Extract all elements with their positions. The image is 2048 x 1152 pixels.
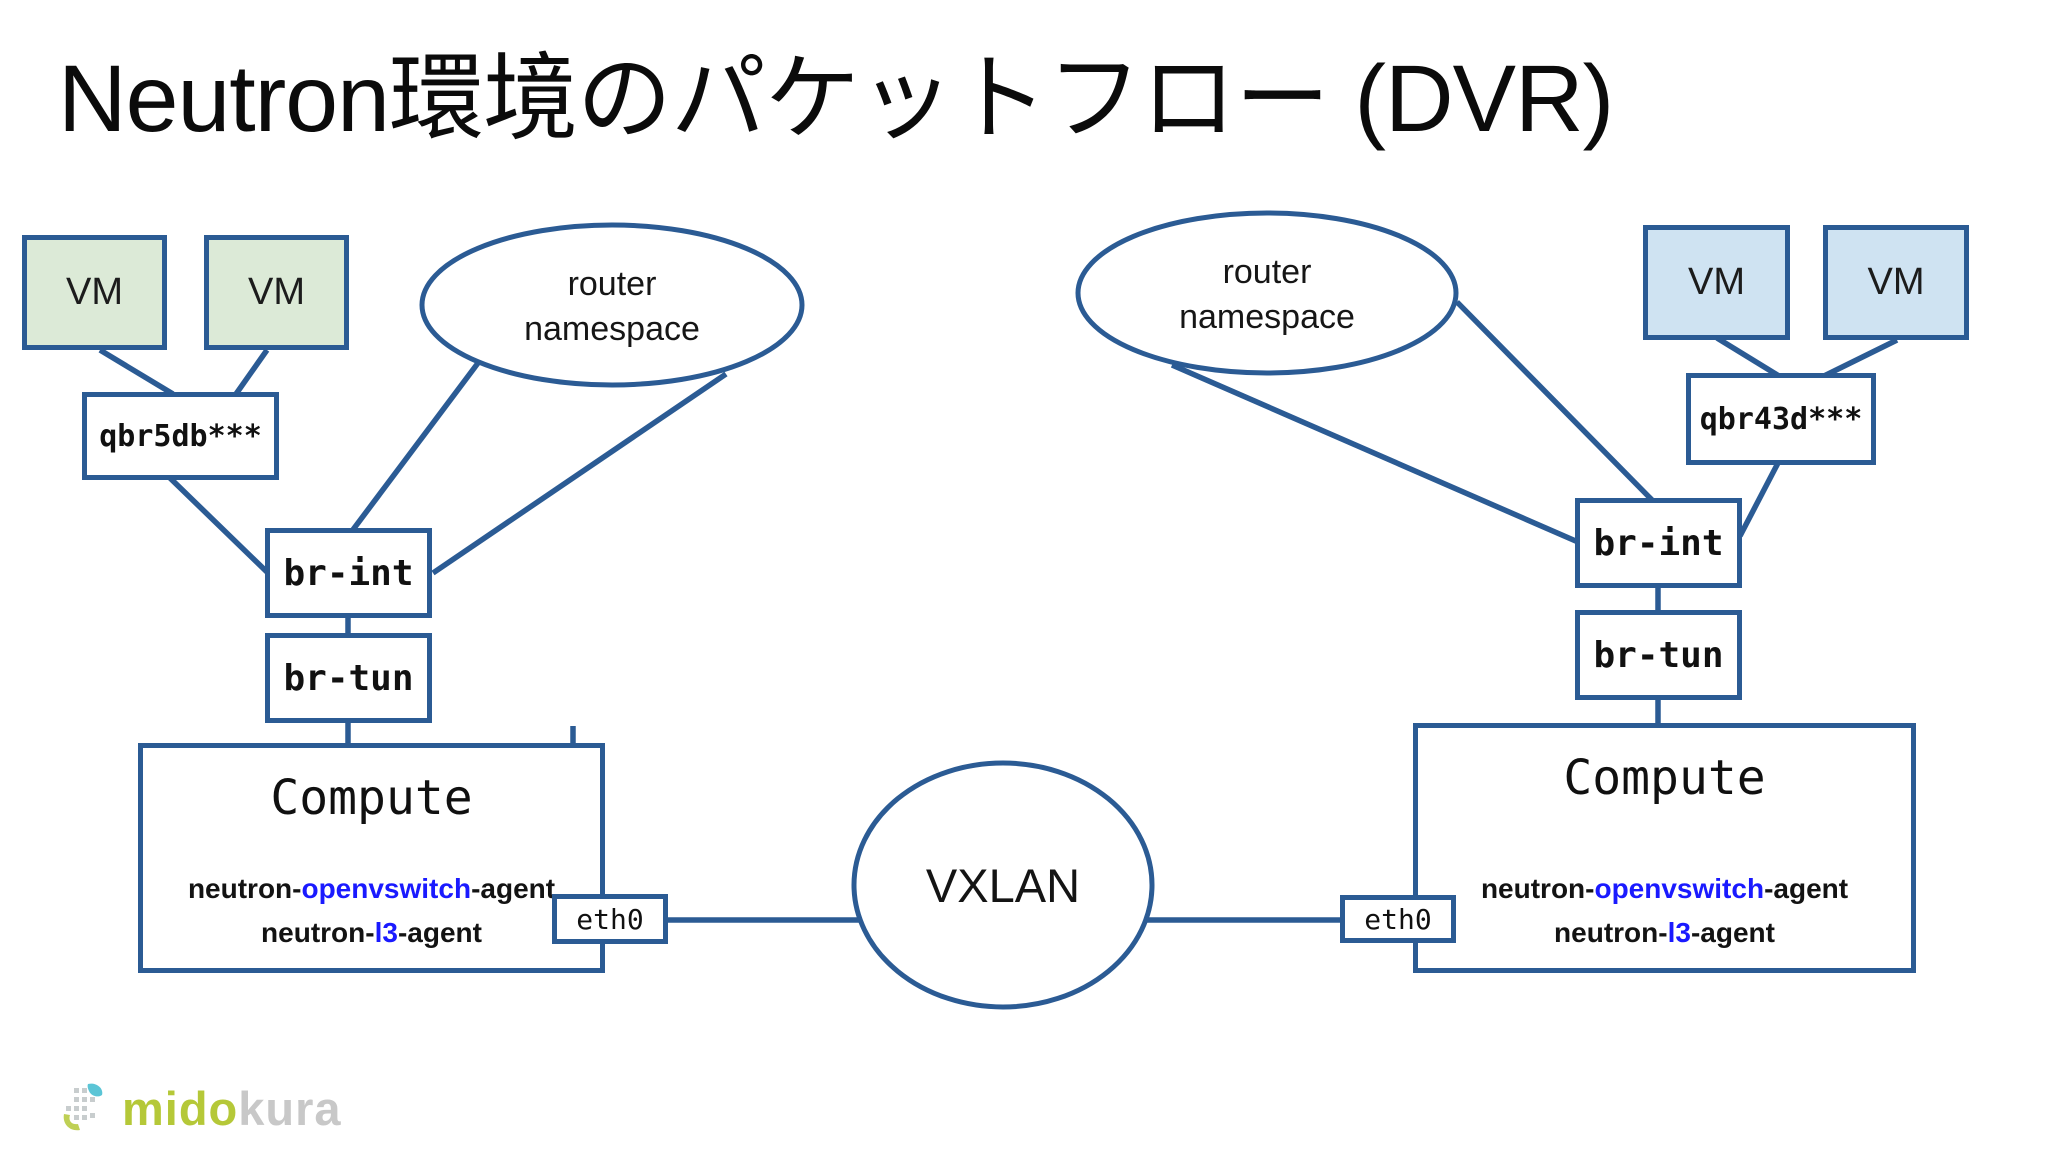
br-tun-box-left: br-tun: [265, 633, 432, 723]
router-namespace-line1: router: [567, 265, 657, 304]
br-tun-label: br-tun: [1593, 634, 1724, 676]
agent-part: -agent: [1690, 916, 1775, 948]
agent-label-ovs: neutron-openvswitch-agent: [143, 867, 600, 910]
agent-part: neutron-: [261, 916, 375, 948]
compute-agents: neutron-openvswitch-agent neutron-l3-age…: [143, 867, 600, 954]
vm-box-right-1: VM: [1643, 225, 1790, 340]
connector-ns-brint-right-b: [1455, 300, 1655, 503]
connector-vm2-qbr-left: [233, 348, 270, 396]
br-int-box-right: br-int: [1575, 498, 1742, 588]
router-namespace-line1: router: [1222, 253, 1312, 292]
compute-title: Compute: [1563, 750, 1766, 806]
logo-text-mido: mido: [122, 1081, 239, 1135]
br-int-label: br-int: [283, 552, 414, 594]
vm-box-left-1: VM: [22, 235, 167, 350]
qbr-label: qbr43d***: [1699, 401, 1863, 437]
compute-title: Compute: [270, 770, 473, 826]
agent-part: -agent: [397, 916, 482, 948]
vm-label: VM: [66, 271, 123, 313]
vxlan-text: VXLAN: [925, 858, 1081, 912]
eth0-box-right: eth0: [1340, 895, 1456, 943]
br-tun-box-right: br-tun: [1575, 610, 1742, 700]
router-namespace-ellipse-left: [419, 222, 805, 388]
compute-box-left: Compute neutron-openvswitch-agent neutro…: [138, 743, 605, 973]
midokura-logo: midokura: [60, 1080, 342, 1136]
agent-label-l3: neutron-l3-agent: [143, 911, 600, 954]
router-namespace-line2: namespace: [1179, 298, 1355, 336]
eth0-label: eth0: [1364, 902, 1432, 936]
agent-label-l3: neutron-l3-agent: [1418, 911, 1911, 954]
eth0-label: eth0: [576, 902, 644, 936]
agent-part-highlight: openvswitch: [1594, 873, 1765, 905]
router-namespace-label-right: router namespace: [1087, 220, 1447, 370]
vm-label: VM: [1688, 261, 1745, 303]
qbr-box-right: qbr43d***: [1686, 373, 1876, 465]
connector-qbr-brint-right: [1737, 461, 1781, 538]
slide-title: Neutron環境のパケットフロー (DVR): [58, 46, 1614, 152]
connector-vm2-qbr-right: [1822, 337, 1899, 379]
eth0-box-left: eth0: [552, 894, 668, 944]
logo-text: midokura: [122, 1085, 342, 1132]
br-tun-label: br-tun: [283, 657, 414, 699]
router-namespace-line2: namespace: [524, 310, 700, 348]
vxlan-label: VXLAN: [854, 763, 1152, 1007]
vm-box-right-2: VM: [1823, 225, 1969, 340]
midokura-logo-icon: [63, 1083, 103, 1131]
connector-ns-brint-left-a: [349, 361, 481, 533]
router-namespace-ellipse-right: [1075, 210, 1459, 376]
compute-box-right: Compute neutron-openvswitch-agent neutro…: [1413, 723, 1916, 973]
agent-part: -agent: [471, 873, 556, 905]
vm-label: VM: [1867, 261, 1925, 303]
agent-part: neutron-: [1554, 916, 1668, 948]
vm-box-left-2: VM: [204, 235, 349, 350]
agent-part: neutron-: [1480, 873, 1595, 905]
qbr-label: qbr5db***: [99, 418, 262, 454]
compute-agents: neutron-openvswitch-agent neutron-l3-age…: [1418, 867, 1911, 954]
br-int-label: br-int: [1593, 522, 1724, 564]
connector-vm1-qbr-right: [1715, 335, 1781, 379]
agent-part-highlight: openvswitch: [301, 873, 472, 905]
agent-part: neutron-: [187, 873, 302, 905]
qbr-box-left: qbr5db***: [82, 392, 279, 480]
logo-text-kura: kura: [238, 1081, 342, 1135]
connector-ns-brint-right-a: [1170, 362, 1580, 545]
connector-qbr-brint-left: [168, 476, 270, 575]
agent-part: -agent: [1764, 873, 1849, 905]
vm-label: VM: [248, 271, 305, 313]
br-int-box-left: br-int: [265, 528, 432, 618]
vxlan-ellipse: [851, 760, 1155, 1010]
connector-vm1-qbr-left: [98, 347, 175, 397]
router-namespace-label-left: router namespace: [432, 232, 792, 382]
connector-ns-brint-left-b: [431, 371, 728, 576]
agent-label-ovs: neutron-openvswitch-agent: [1418, 867, 1911, 910]
agent-part-highlight: l3: [374, 916, 398, 948]
agent-part-highlight: l3: [1667, 916, 1691, 948]
